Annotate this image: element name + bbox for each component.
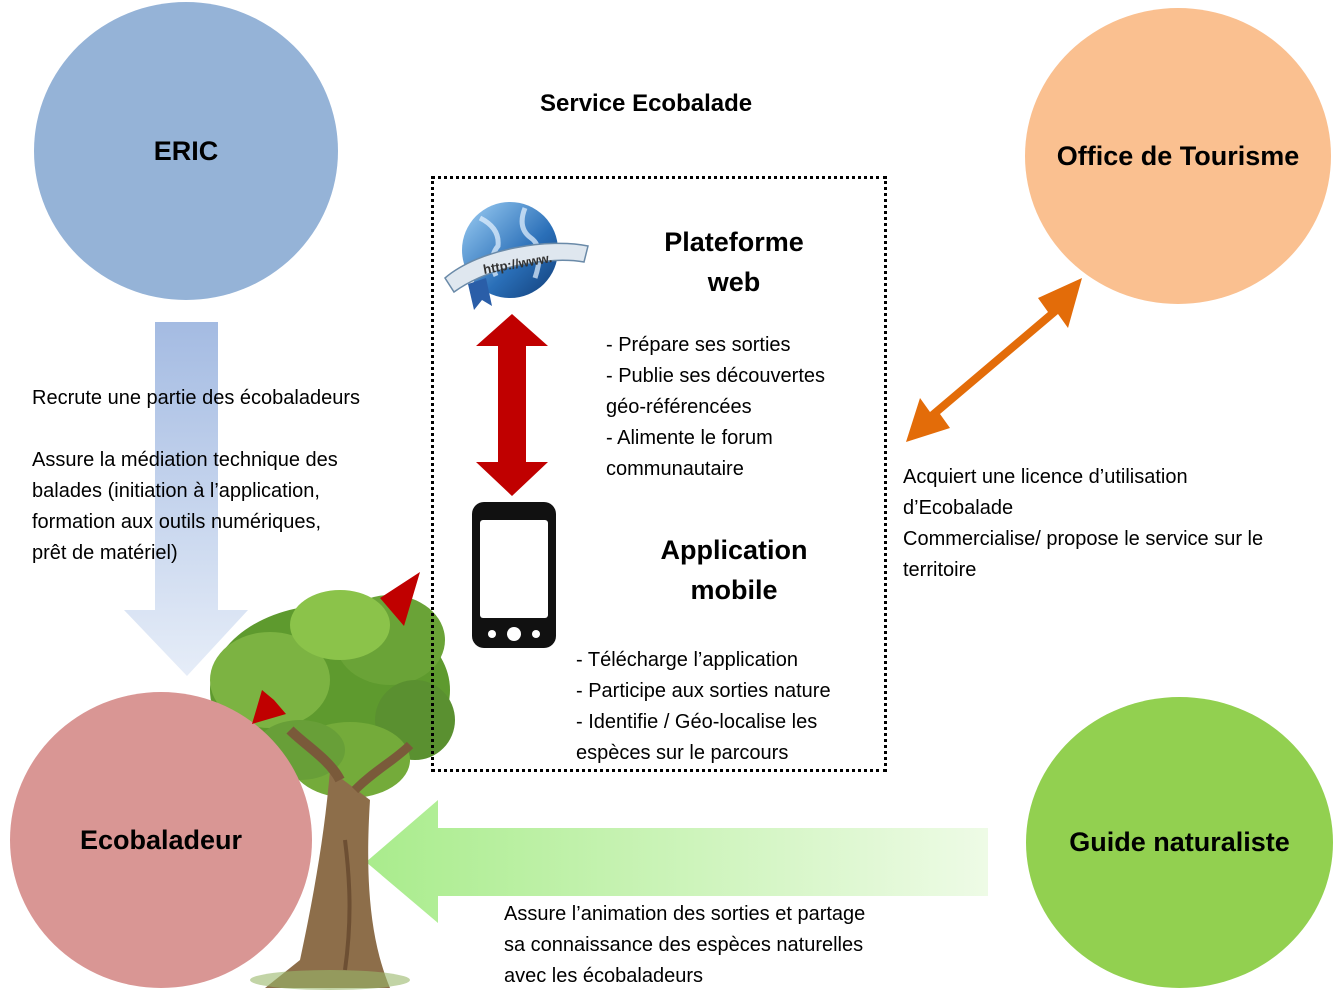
smartphone-icon [472,502,556,648]
platform-items: - Prépare ses sorties - Publie ses décou… [606,334,826,480]
service-title: Service Ecobalade [540,90,753,117]
service-box [431,176,887,772]
ecobaladeur-circle: Ecobaladeur [10,692,312,988]
guide-label: Guide naturaliste [1069,827,1290,857]
guide-naturaliste-circle: Guide naturaliste [1026,697,1333,988]
eric-label: ERIC [153,135,219,166]
platform-title: Plateforme web [664,227,804,297]
mobile-items: - Télécharge l’application - Participe a… [576,649,831,764]
globe-icon: http://www. [444,202,589,310]
eric-relation-text: Recrute une partie des écobaladeurs Assu… [32,387,360,564]
mobile-title: Application mobile [660,535,808,605]
guide-relation-text: Assure l’animation des sorties et partag… [504,903,866,987]
office-label: Office de Tourisme [1056,140,1300,171]
ecobaladeur-label: Ecobaladeur [79,824,243,855]
eric-circle: ERIC [34,2,338,300]
office-tourisme-circle: Office de Tourisme [1025,8,1331,304]
office-relation-text: Acquiert une licence d’utilisation d’Eco… [903,466,1264,581]
